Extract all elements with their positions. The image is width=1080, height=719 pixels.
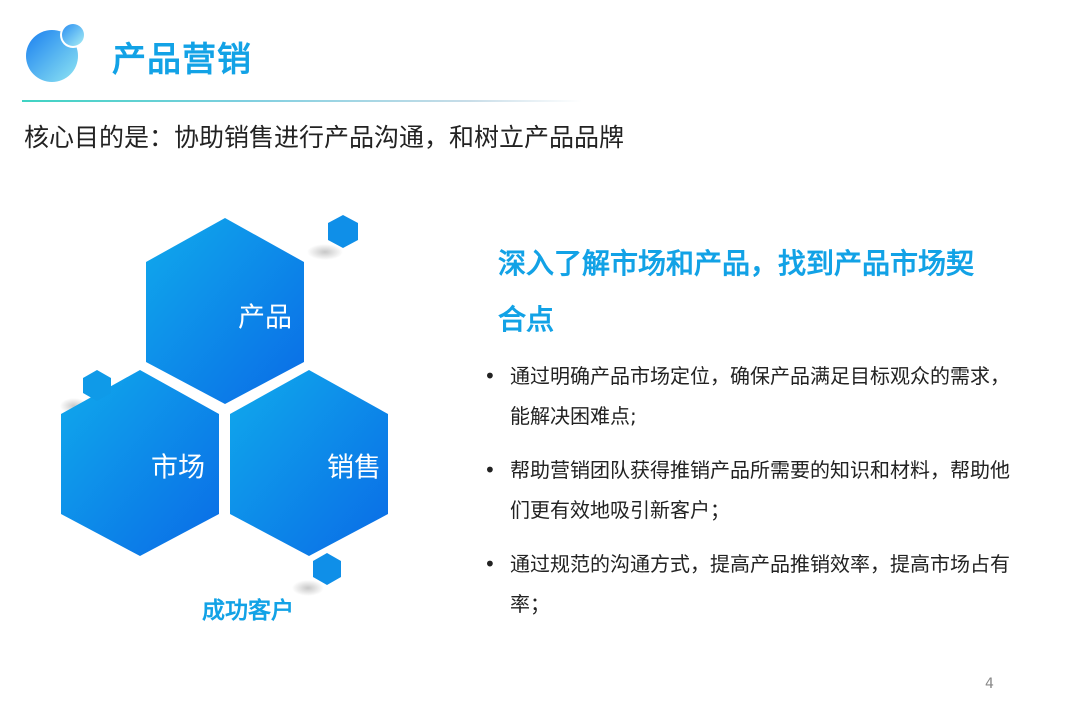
list-item: • 帮助营销团队获得推销产品所需要的知识和材料，帮助他们更有效地吸引新客户； <box>482 450 1012 530</box>
hexagon-product <box>146 218 304 404</box>
small-hexagon-icon <box>313 553 341 585</box>
hexagon-sales <box>230 370 388 556</box>
section-heading: 深入了解市场和产品，找到产品市场契合点 <box>498 247 975 336</box>
hexagon-label-market: 市场 <box>151 452 205 484</box>
bullet-text: 通过规范的沟通方式，提高产品推销效率，提高市场占有率； <box>510 552 1010 616</box>
page-title: 产品营销 <box>112 40 252 80</box>
list-item: • 通过规范的沟通方式，提高产品推销效率，提高市场占有率； <box>482 544 1012 624</box>
bullet-icon: • <box>484 552 496 576</box>
hexagon-diagram <box>60 215 388 596</box>
bubble-circles-icon <box>26 22 86 82</box>
bullet-text: 帮助营销团队获得推销产品所需要的知识和材料，帮助他们更有效地吸引新客户； <box>510 458 1010 522</box>
hexagon-market <box>61 370 219 556</box>
hexagon-label-product: 产品 <box>238 302 292 334</box>
title-divider <box>22 100 582 102</box>
page-number: 4 <box>985 676 994 692</box>
bullet-icon: • <box>484 458 496 482</box>
small-hexagon-icon <box>83 370 111 401</box>
hexagon-label-sales: 销售 <box>327 452 381 484</box>
bullet-icon: • <box>484 364 496 388</box>
diagram-caption: 成功客户 <box>202 598 294 624</box>
list-item: • 通过明确产品市场定位，确保产品满足目标观众的需求，能解决困难点; <box>482 356 1012 436</box>
bullet-list: • 通过明确产品市场定位，确保产品满足目标观众的需求，能解决困难点; • 帮助营… <box>482 356 1012 638</box>
bullet-text: 通过明确产品市场定位，确保产品满足目标观众的需求，能解决困难点; <box>510 364 1010 428</box>
subtitle: 核心目的是：协助销售进行产品沟通，和树立产品品牌 <box>24 123 625 152</box>
small-hexagon-icon <box>328 215 358 248</box>
